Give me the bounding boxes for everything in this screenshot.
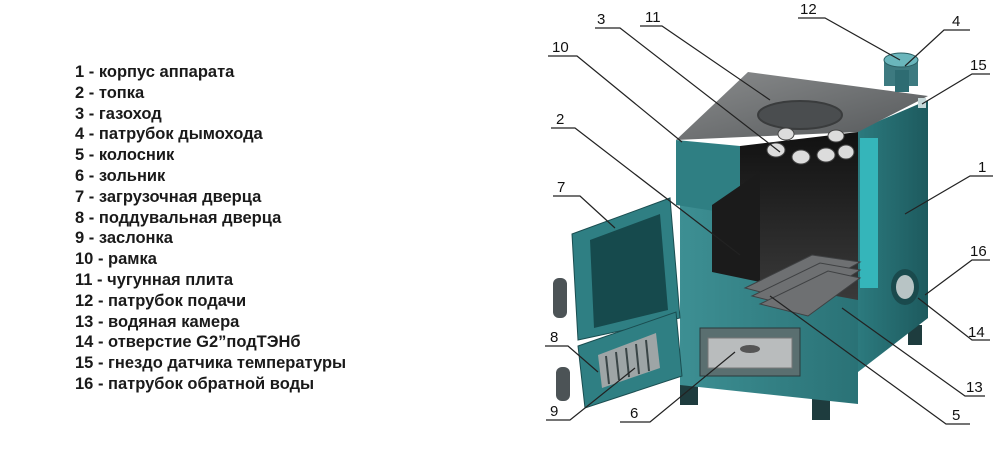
legend-item: 9 - заслонка	[75, 229, 173, 248]
legend-item: 4 - патрубок дымохода	[75, 125, 263, 144]
heater-opening	[891, 269, 919, 305]
leader-lines	[545, 17, 993, 425]
callout-14: 14	[968, 324, 985, 341]
callout-10: 10	[552, 39, 569, 56]
legend-item: 3 - газоход	[75, 104, 162, 123]
sensor-socket	[918, 98, 926, 108]
legend-list: 1 - корпус аппарата 2 - топка 3 - газохо…	[75, 62, 346, 395]
gas-pass-holes	[766, 127, 855, 165]
legend-item: 2 - топка	[75, 83, 145, 102]
callout-7: 7	[557, 179, 565, 196]
callout-6: 6	[630, 405, 638, 422]
top-plate-ring	[757, 100, 843, 130]
ash-door	[556, 311, 683, 409]
callout-13: 13	[966, 379, 983, 396]
ash-drawer-handle	[740, 345, 760, 353]
callout-2: 2	[556, 111, 564, 128]
callout-12: 12	[800, 1, 817, 18]
legend-item: 13 - водяная камера	[75, 312, 240, 331]
legend-item: 16 - патрубок обратной воды	[75, 374, 315, 393]
callout-9: 9	[550, 403, 558, 420]
legend-item: 15 - гнездо датчика температуры	[75, 354, 347, 373]
callout-15: 15	[970, 57, 987, 74]
legend-item: 14 - отверстие G2”подТЭНб	[75, 333, 301, 352]
grate-bars	[743, 254, 862, 317]
callout-8: 8	[550, 329, 558, 346]
water-chamber	[860, 138, 878, 288]
legend-item: 6 - зольник	[75, 166, 166, 185]
callout-5: 5	[952, 407, 960, 424]
legend-item: 1 - корпус аппарата	[75, 63, 235, 81]
callout-11: 11	[645, 9, 661, 26]
callout-1: 1	[978, 159, 986, 176]
callout-labels: 10 3 11 12 4 15 1 16 14 13 5 2 7 8 9 6	[550, 1, 987, 424]
callout-3: 3	[597, 11, 605, 28]
callout-4: 4	[952, 13, 960, 30]
supply-pipe	[895, 70, 909, 92]
legend-item: 11 - чугунная плита	[75, 270, 234, 289]
legend-item: 5 - колосник	[75, 146, 175, 165]
callout-16: 16	[970, 243, 987, 260]
loading-door	[553, 197, 681, 341]
firebox-left-wall	[712, 172, 760, 282]
front-column	[676, 140, 740, 215]
legend-item: 12 - патрубок подачи	[75, 291, 247, 310]
legend-item: 7 - загрузочная дверца	[75, 187, 262, 206]
legend-item: 10 - рамка	[75, 250, 157, 269]
legend-item: 8 - поддувальная дверца	[75, 208, 282, 227]
